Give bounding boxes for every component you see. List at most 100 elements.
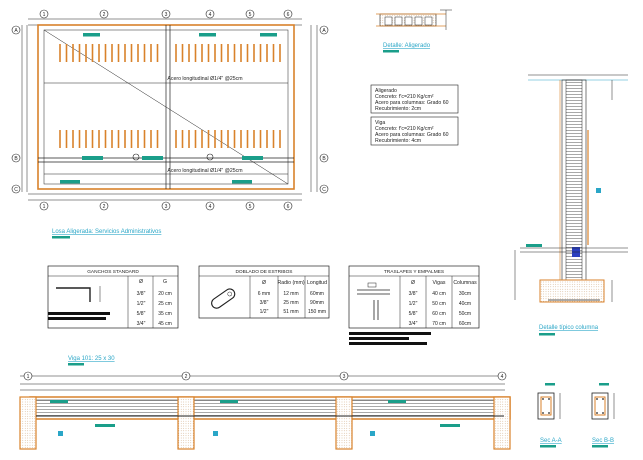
grid-bubble-label: 4 [209,204,212,210]
doblado-rows-cell: 150 mm [308,309,326,315]
note-aligerado-line-3: Acero para columnas: Grado 60 [375,100,449,106]
grid-bubble [319,184,329,194]
doblado-header-radio: Radio (mm) [277,280,304,286]
ganchos-header-diameter: Ø [139,279,143,285]
aligerado-detail-title: Detalle: Aligerado [383,43,431,49]
aligerado-block [424,16,433,26]
doblado-rows-cell: 1/2" [260,309,269,315]
ganchos-rows-cell: 45 cm [158,321,172,327]
traslapes-rows-cell: 50 cm [432,301,446,307]
section-b-b-label: Sec B-B [592,438,614,444]
ganchos-header-g: G [163,279,167,285]
doblado-title: DOBLADO DE ESTRIBOS [235,269,292,275]
aligerado-block [414,16,423,26]
note-viga-line-3: Acero para columnas: Grado 60 [375,132,449,138]
grid-bubble [283,9,293,19]
ganchos-rows-cell: 35 cm [158,311,172,317]
beam-grid-bubble-label: 3 [343,374,346,380]
grid-bubble-label: 6 [287,204,290,210]
beam-grid-bubble [339,371,349,381]
note-viga-line-1: Viga [375,120,385,126]
traslapes-rows-cell: 1/2" [409,301,418,307]
traslapes-header-diameter: Ø [411,280,415,286]
traslapes-header-vigas: Vigas [433,280,446,286]
joist-marks-top [59,44,281,62]
traslapes-rows-cell: 50cm [459,311,471,317]
grid-bubble-label: 1 [43,12,46,18]
beam-grid-bubble [181,371,191,381]
traslapes-rows-cell: 3/8" [409,291,418,297]
aligerado-block [384,16,393,26]
doblado-rows-cell: 51 mm [283,309,298,315]
joist-marks-bottom [59,130,281,148]
note-viga-line-2: Concreto: f'c=210 Kg/cm² [375,126,434,132]
aligerado-detail: Detalle: Aligerado [376,9,452,53]
traslapes-header-columnas: Columnas [453,280,477,286]
ganchos-rows-cell: 20 cm [158,291,172,297]
grid-bubble-label: C [14,187,18,193]
traslapes-rows-cell: 60 cm [432,311,446,317]
aligerado-block [404,16,413,26]
grid-bubble-label: 5 [249,204,252,210]
beam-grid-bubble-label: 2 [185,374,188,380]
grid-bubble [39,201,49,211]
grid-bubble [205,201,215,211]
aligerado-block [394,16,403,26]
traslapes-rows-cell: 60cm [459,321,471,327]
grid-bubble [11,184,21,194]
ganchos-rows-cell: 3/4" [137,321,146,327]
traslapes-rows-cell: 3/4" [409,321,418,327]
section-a-a-label: Sec A-A [540,438,562,444]
table-ganchos: GANCHOS STANDARD Ø G 3/8" 20 cm 1/2" 25 cm 5… [47,265,179,329]
table-traslapes: TRASLAPES Y EMPALMES Ø Vigas Columnas 3/… [348,265,480,345]
notes-aligerado: Aligerado Concreto: f'c=210 Kg/cm² Acero… [370,84,459,114]
doblado-rows-cell: 60mm [310,291,324,297]
grid-bubble [11,25,21,35]
grid-bubble [99,201,109,211]
grid-bubble [319,153,329,163]
ganchos-rows-cell: 3/8" [137,291,146,297]
grid-bubble [161,201,171,211]
traslapes-title: TRASLAPES Y EMPALMES [384,269,444,275]
beam-grid-bubble [23,371,33,381]
doblado-rows-cell: 25 mm [283,300,298,306]
grid-bubble-label: A [14,28,18,34]
grid-bubble [245,201,255,211]
grid-bubble-label: 3 [165,12,168,18]
ganchos-rows-cell: 1/2" [137,301,146,307]
beam-grid-bubble [497,371,507,381]
grid-bubble-label: 2 [103,12,106,18]
doblado-header-diameter: Ø [262,280,266,286]
note-viga-line-4: Recubrimiento: 4cm [375,138,421,144]
grid-bubble [99,9,109,19]
beam-grid-bubble-label: 4 [501,374,504,380]
rebar-label-top: Acero longitudinal Ø1/4" @25cm [167,76,242,82]
note-aligerado-line-1: Aligerado [375,88,397,94]
slab-title: Losa Aligerada: Servicios Administrativo… [52,229,161,235]
traslapes-rows-cell: 40cm [459,301,471,307]
beam-title: Viga 101: 25 x 30 [68,356,115,362]
doblado-rows-cell: 6 mm [258,291,271,297]
beam-elevation: 1 2 3 4 [19,371,511,450]
note-aligerado-line-4: Recubrimiento: 2cm [375,106,421,112]
ganchos-title: GANCHOS STANDARD [87,269,139,275]
grid-bubble-label: B [14,156,18,162]
doblado-rows-cell: 12 mm [283,291,298,297]
grid-bubble [283,201,293,211]
grid-bubble-label: 1 [43,204,46,210]
doblado-rows-cell: 3/8" [260,300,269,306]
doblado-rows-cell: 90mm [310,300,324,306]
grid-bubble [245,9,255,19]
traslapes-rows-cell: 5/8" [409,311,418,317]
grid-bubble-label: 4 [209,12,212,18]
grid-bubble-label: 5 [249,12,252,18]
ganchos-rows-cell: 5/8" [137,311,146,317]
grid-bubble [205,9,215,19]
beam-grid-bubble-label: 1 [27,374,30,380]
ganchos-rows-cell: 25 cm [158,301,172,307]
notes-viga: Viga Concreto: f'c=210 Kg/cm² Acero para… [370,116,459,146]
